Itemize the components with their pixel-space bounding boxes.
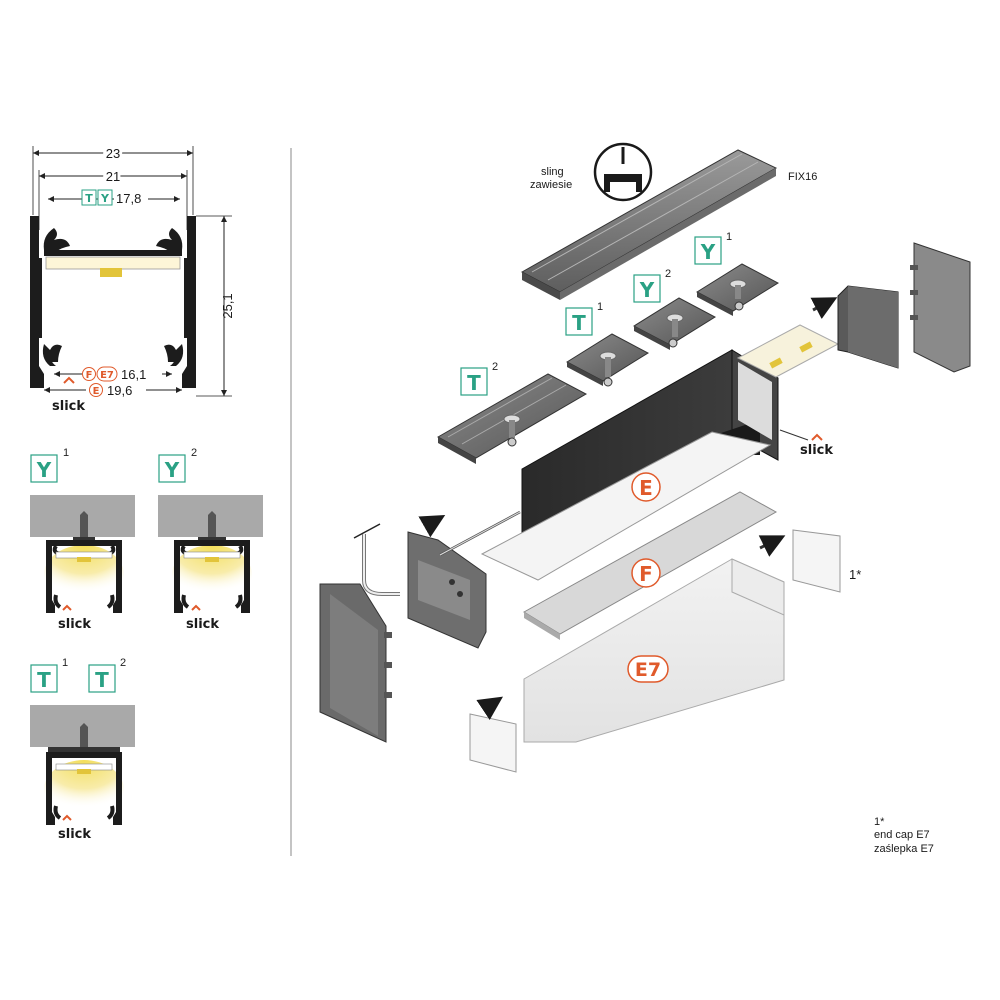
sling-label-pl: zawiesie: [530, 179, 572, 191]
footnote-marker: 1*: [874, 816, 885, 828]
y1-letter: Y: [36, 458, 52, 482]
diffuser-f: F: [523, 491, 778, 640]
sling-label: sling: [541, 166, 564, 178]
diffuser-e: E: [480, 431, 772, 581]
y-badge-letter: Y: [100, 192, 110, 205]
ex-y1-sup: 1: [726, 231, 732, 243]
y2-letter: Y: [164, 458, 180, 482]
dim-16-1-label: 16,1: [121, 367, 146, 382]
profile-left-wall: [30, 216, 44, 388]
fix16-label: FIX16: [788, 171, 817, 183]
led-strip: [45, 256, 181, 270]
feed-end-cap: [353, 510, 521, 649]
dim-19-6-label: 19,6: [107, 383, 132, 398]
y-badge-box: [97, 189, 113, 206]
end-cap-right: [810, 242, 971, 373]
ex-y1-letter: Y: [700, 240, 716, 264]
t-slick: slick: [58, 827, 91, 842]
t2-letter: T: [95, 668, 109, 692]
dim-21-label: 21: [106, 169, 120, 184]
t1-plate: T 1: [565, 301, 650, 387]
ex-y2-sup: 2: [665, 268, 671, 280]
slick-logo: slick: [52, 399, 85, 414]
ex-t1-sup: 1: [597, 301, 603, 313]
mount-y2: Y 2 slick: [158, 447, 263, 632]
ex-t2-sup: 2: [492, 361, 498, 373]
endcap-marker: 1*: [849, 567, 861, 582]
mount-y1: Y 1 slick: [30, 447, 135, 632]
mount-t1-t2: T 1 T 2 slick: [30, 657, 135, 842]
exploded-view: sling zawiesie FIX16 Y 1 Y 2: [319, 142, 971, 773]
ex-t1-letter: T: [572, 311, 586, 335]
t1-letter: T: [37, 668, 51, 692]
small-end-cap: [469, 696, 517, 773]
led-chip: [100, 268, 122, 277]
cover-e7-letter: E7: [635, 659, 661, 681]
ex-t2-letter: T: [467, 371, 481, 395]
y1-slick: slick: [58, 617, 91, 632]
dim-17-8-label: 17,8: [116, 191, 141, 206]
diffuser-e7: E7: [523, 558, 785, 743]
y1-plate: Y 1: [694, 231, 780, 316]
e-badge: E: [93, 386, 100, 397]
cross-section: 23 21 T Y 17,8 25,1: [30, 143, 235, 414]
t1-sup: 1: [62, 657, 68, 669]
clip-right: [156, 228, 183, 252]
cover-e-letter: E: [639, 476, 653, 500]
profile-right-wall: [182, 216, 196, 388]
dim-23-label: 23: [106, 146, 120, 161]
e7-badge: E7: [100, 370, 114, 381]
footnote-line-1: end cap E7: [874, 829, 930, 841]
cover-f-letter: F: [639, 562, 653, 586]
footnote-line-2: zaślepka E7: [874, 843, 934, 855]
end-cap-e7: 1*: [758, 529, 861, 593]
y1-sup: 1: [63, 447, 69, 459]
y2-sup: 2: [191, 447, 197, 459]
large-end-cap: [319, 583, 392, 743]
t-badge-box: [81, 189, 97, 206]
clip-left: [43, 228, 70, 252]
t2-sup: 2: [120, 657, 126, 669]
y2-slick: slick: [186, 617, 219, 632]
ex-y2-letter: Y: [639, 278, 655, 302]
footnote: 1* end cap E7 zaślepka E7: [874, 816, 934, 855]
t-badge-letter: T: [85, 192, 93, 205]
dim-25-1-label: 25,1: [220, 293, 235, 318]
y2-plate: Y 2: [632, 268, 717, 350]
t2-rail: T 2: [436, 361, 588, 464]
f-badge: F: [86, 370, 93, 381]
ex-slick: slick: [800, 443, 833, 458]
